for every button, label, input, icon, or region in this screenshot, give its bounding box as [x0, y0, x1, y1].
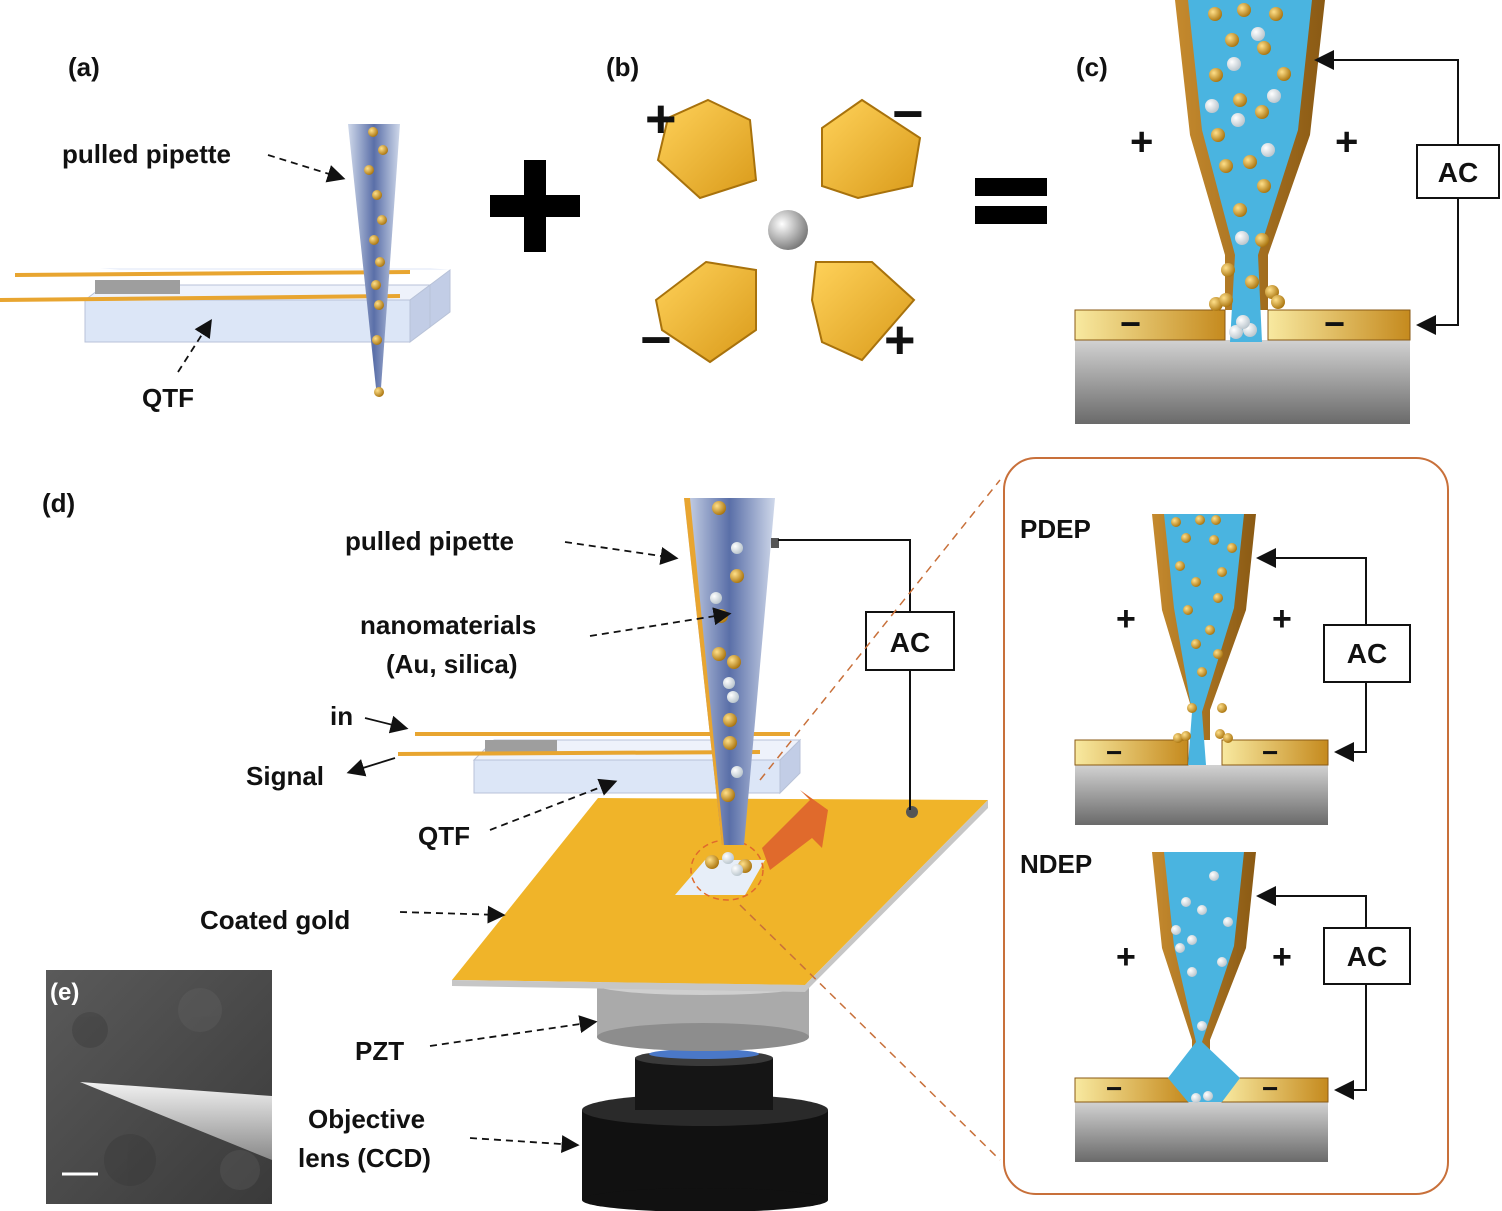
sem-image [46, 970, 272, 1204]
pdep-minus-left: − [1106, 737, 1122, 768]
objective-lens [582, 1049, 828, 1211]
pdep-plus-left: + [1116, 600, 1136, 638]
sign-b-4: + [884, 310, 916, 370]
coated-gold-plate [452, 798, 988, 992]
highlight-arrow [762, 790, 828, 870]
trapped-particle [768, 210, 808, 250]
minus-c-left: − [1120, 303, 1141, 344]
plus-c-left: + [1130, 120, 1153, 164]
ndep-minus-right: − [1262, 1073, 1278, 1104]
pdep-ac-source [1323, 624, 1411, 683]
sign-b-2: − [892, 84, 924, 144]
ac-source-d [865, 611, 955, 671]
panel-e-tag: (e) [50, 979, 79, 1006]
pdep-minus-right: − [1262, 737, 1278, 768]
qtf-a-label: QTF [142, 383, 194, 413]
nano-label-2: (Au, silica) [386, 649, 517, 679]
ndep-title: NDEP [1020, 849, 1092, 879]
in-label: in [330, 701, 353, 731]
ac-d-label: AC [890, 627, 930, 658]
ac-source-c [1416, 144, 1500, 199]
objective-label-1: Objective [308, 1104, 425, 1134]
minus-c-right: − [1324, 303, 1345, 344]
quadrupole-electrodes [654, 98, 922, 364]
objective-label-2: lens (CCD) [298, 1143, 431, 1173]
substrate-c [1075, 340, 1410, 424]
gold-label: Coated gold [200, 905, 350, 935]
pzt-label: PZT [355, 1036, 404, 1066]
qtf-a [0, 268, 451, 343]
inset-panel: PDEP + + − − AC [1003, 457, 1449, 1195]
panel-a: (a) pulled pipette QTF [0, 52, 451, 413]
panel-d: (d) [42, 479, 1001, 1211]
nano-label-1: nanomaterials [360, 610, 536, 640]
pdep-ac-label: AC [1347, 638, 1387, 669]
pipette-a-label: pulled pipette [62, 139, 231, 169]
tip-particles-d [705, 852, 752, 876]
sign-b-1: + [645, 89, 677, 149]
ac-c-label: AC [1438, 157, 1478, 188]
pipette-c [1175, 0, 1325, 342]
panel-c: (c) + + − − [1074, 0, 1500, 424]
wire-c-top [1328, 59, 1459, 145]
qtf-a-arrow [177, 318, 212, 373]
wire-d-top [778, 539, 911, 612]
sign-b-3: − [640, 310, 672, 370]
ndep-ac-label: AC [1347, 941, 1387, 972]
equals-operator [975, 178, 1047, 224]
qtf-d-label: QTF [418, 821, 470, 851]
pipette-a [348, 124, 400, 397]
ndep-schematic: NDEP + + − − AC [1020, 849, 1411, 1162]
ndep-minus-left: − [1106, 1073, 1122, 1104]
ndep-ac-source [1323, 927, 1411, 985]
pdep-schematic: PDEP + + − − AC [1020, 514, 1411, 825]
wire-c-bottom [1416, 198, 1459, 335]
electrode-c-left [1074, 309, 1226, 341]
ndep-plus-left: + [1116, 938, 1136, 976]
panel-b: (b) + − − + [606, 52, 924, 370]
panel-e: (e) [46, 970, 272, 1204]
pdep-plus-right: + [1272, 600, 1292, 638]
electrode-c-right [1267, 309, 1411, 341]
plus-operator [490, 160, 580, 252]
pipette-d-label: pulled pipette [345, 526, 514, 556]
panel-c-tag: (c) [1076, 52, 1108, 82]
plus-c-right: + [1335, 120, 1358, 164]
pdep-title: PDEP [1020, 514, 1091, 544]
ndep-plus-right: + [1272, 938, 1292, 976]
signal-label: Signal [246, 761, 324, 791]
panel-d-tag: (d) [42, 488, 75, 518]
pipette-a-arrow [267, 154, 346, 183]
panel-a-tag: (a) [68, 52, 100, 82]
pipette-d [684, 498, 779, 876]
sem-needle [80, 1082, 272, 1160]
panel-b-tag: (b) [606, 52, 639, 82]
